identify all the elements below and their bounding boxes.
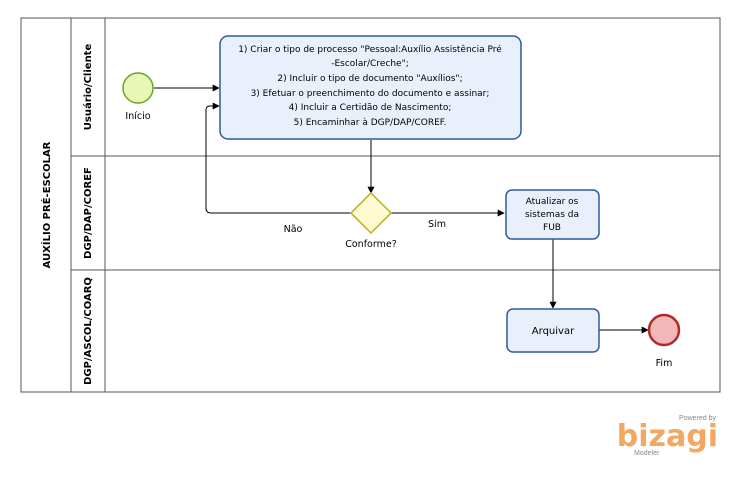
lane-title: DGP/DAP/COREF (83, 167, 94, 259)
lane-title: DGP/ASCOL/COARQ (83, 277, 94, 385)
task-box (506, 308, 600, 353)
gateway-label: Conforme? (345, 239, 397, 250)
flow-label-nao: Não (284, 224, 303, 235)
start-event[interactable]: Início (122, 72, 154, 122)
task-line: -Escolar/Creche"; (331, 59, 409, 69)
watermark-product: Modeler (634, 450, 660, 457)
flow-gateway-nao (205, 102, 351, 214)
bizagi-watermark: Powered by bizagi Modeler (617, 415, 718, 457)
task-line: 1) Criar o tipo de processo "Pessoal:Aux… (238, 44, 502, 55)
task-line: sistemas da (525, 210, 579, 220)
start-event-label: Início (125, 111, 150, 122)
task-line: FUB (543, 223, 561, 233)
pool-title: AUXÍLIO PRÉ-ESCOLAR (40, 141, 53, 268)
task-line: Arquivar (532, 326, 575, 337)
lane-dgp-dap-coref: DGP/DAP/COREF (83, 167, 94, 259)
task-line: 4) Incluir a Certidão de Nascimento; (289, 103, 452, 113)
task-atualizar-sistemas[interactable]: Atualizar os sistemas da FUB (505, 189, 600, 240)
task-line: 5) Encaminhar à DGP/DAP/COREF. (294, 118, 447, 128)
task-box (219, 35, 522, 140)
flow-label-sim: Sim (428, 219, 446, 230)
task-line: 3) Efetuar o preenchimento do documento … (251, 89, 490, 99)
gateway-conforme[interactable]: Conforme? (345, 191, 397, 250)
task-criar-processo[interactable]: 1) Criar o tipo de processo "Pessoal:Aux… (219, 35, 522, 140)
watermark-brand: bizagi (617, 419, 718, 454)
task-line: 2) Incluir o tipo de documento "Auxílios… (277, 74, 462, 84)
lane-usuario-cliente: Usuário/Cliente (82, 44, 94, 131)
lane-dgp-ascol-coarq: DGP/ASCOL/COARQ (83, 277, 94, 385)
end-event-circle (647, 313, 681, 347)
task-line: Atualizar os (526, 197, 579, 207)
gateway-diamond (349, 191, 393, 235)
end-event-label: Fim (656, 358, 673, 369)
task-box (505, 189, 600, 240)
end-event[interactable]: Fim (647, 313, 681, 369)
start-event-circle (122, 72, 154, 104)
task-arquivar[interactable]: Arquivar (506, 308, 600, 353)
lane-title: Usuário/Cliente (82, 44, 94, 131)
watermark-powered: Powered by (679, 415, 716, 422)
